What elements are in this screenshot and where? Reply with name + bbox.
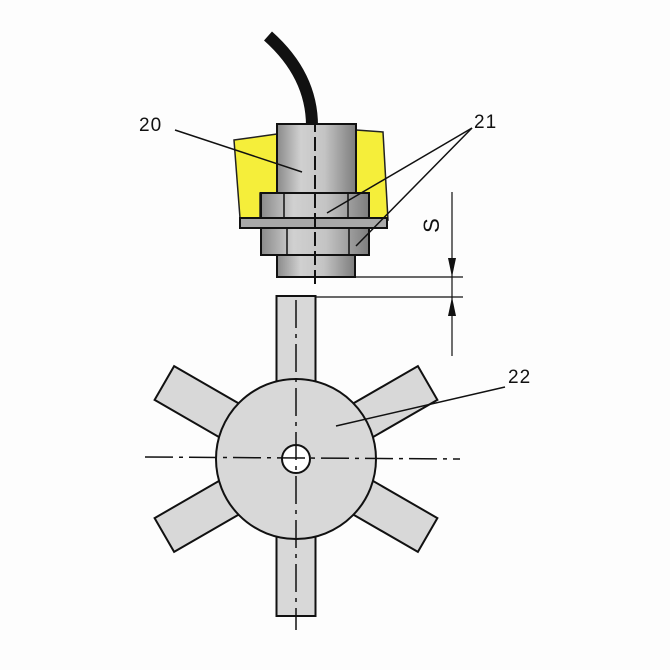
leader-22 [335, 386, 506, 427]
mounting-plate [239, 217, 388, 229]
cable [263, 31, 318, 127]
leader-21b [355, 127, 473, 247]
label-gap: S [418, 217, 444, 233]
gap-dimension [448, 192, 456, 356]
leader-21a [326, 127, 473, 214]
label-nuts: 21 [474, 112, 498, 133]
sensor-body [276, 123, 357, 195]
leader-20 [174, 129, 303, 173]
label-sensor: 20 [139, 115, 163, 136]
wheel-centerline-h [144, 456, 461, 460]
label-wheel: 22 [508, 367, 532, 388]
